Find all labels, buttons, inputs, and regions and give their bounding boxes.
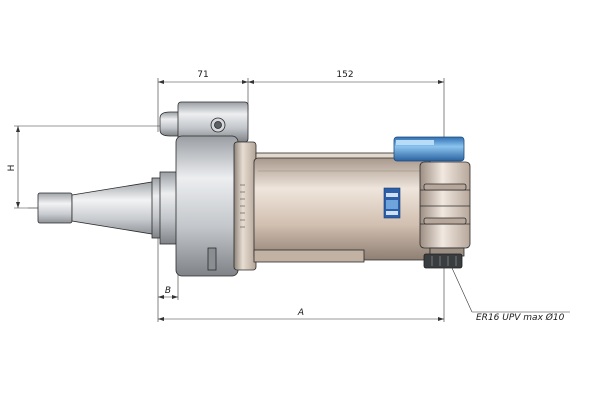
collet-callout-leader <box>451 267 570 313</box>
collet-spec-label: ER16 UPV max Ø10 <box>476 312 565 323</box>
taper-shank <box>37 171 181 245</box>
flange-scale-ticks <box>240 184 245 228</box>
dimension-arrows <box>16 80 444 321</box>
collet-nut <box>423 253 463 269</box>
main-housing <box>253 152 431 263</box>
angle-head <box>419 161 471 257</box>
dim-71-label: 71 <box>197 70 208 80</box>
stop-block <box>159 101 249 143</box>
coolant-block <box>393 136 465 162</box>
dim-h-label: H <box>7 165 17 172</box>
dim-b-label: B <box>165 286 171 296</box>
brand-badge <box>383 187 401 219</box>
dim-a-label: A <box>297 308 304 318</box>
dim-152-label: 152 <box>336 70 353 80</box>
